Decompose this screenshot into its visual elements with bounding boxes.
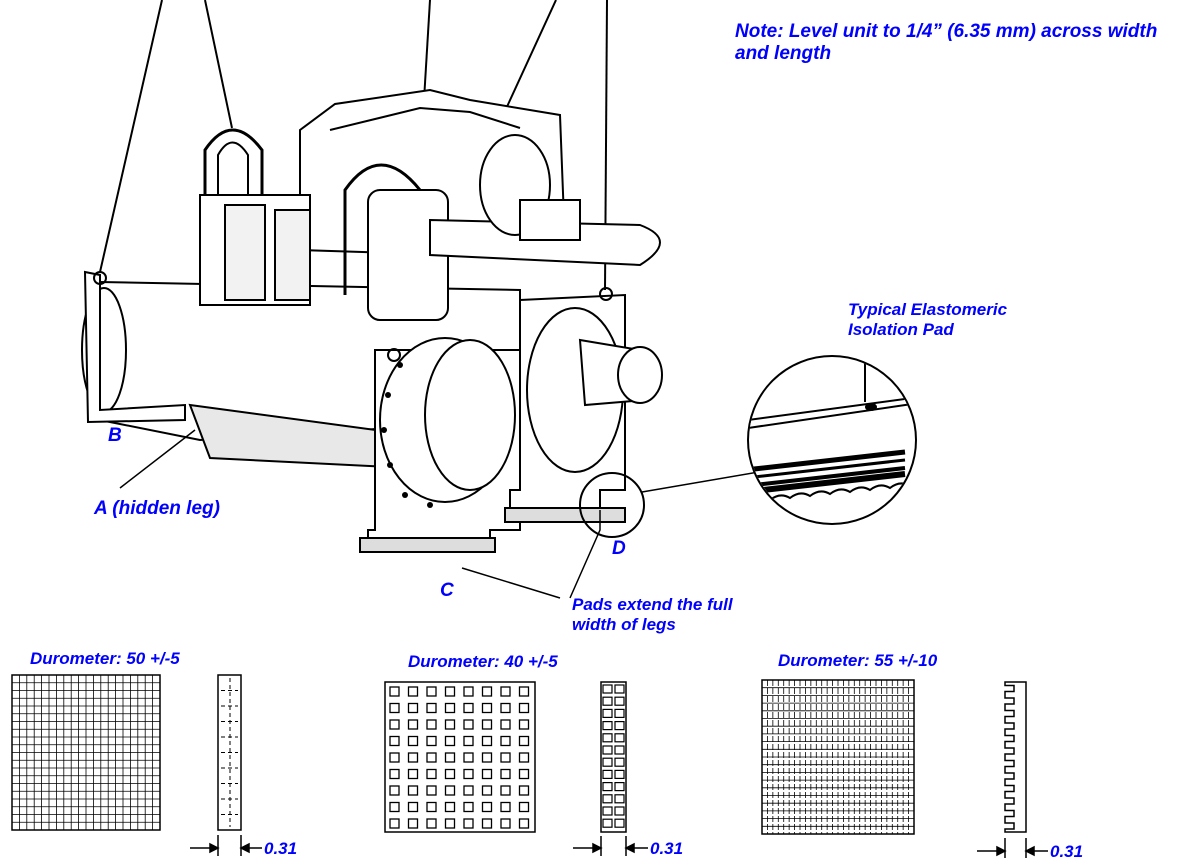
pad-40-durometer-label: Durometer: 40 +/-5 — [408, 652, 558, 671]
pads-note-line1: Pads extend the full — [572, 595, 733, 614]
pad-50-side-pattern — [221, 678, 238, 827]
pad-40-top-view — [384, 681, 536, 833]
leveling-note: Note: Level unit to 1/4” (6.35 mm) acros… — [735, 21, 1158, 64]
pad-50-grid-lines — [12, 675, 160, 830]
pad-50-durometer-label: Durometer: 50 +/-5 — [30, 649, 180, 668]
pad-50-durometer — [11, 674, 242, 831]
pad-40-durometer — [384, 681, 627, 833]
inset-title-line1: Typical Elastomeric — [848, 300, 1008, 319]
leg-b-label: B — [108, 425, 122, 446]
leader-lines — [119, 429, 771, 599]
pad-40-hole-pattern — [389, 686, 530, 829]
pad-40-thickness-label: 0.31 — [650, 839, 684, 858]
pad-55-durometer — [761, 679, 1027, 835]
pad-50-thickness-label: 0.31 — [264, 839, 298, 858]
leg-c-label: C — [440, 580, 454, 601]
pad-55-thickness-label: 0.31 — [1050, 842, 1084, 861]
isolation-pad-inset — [747, 355, 917, 525]
thickness-dimensions — [190, 835, 1048, 858]
leg-d-detail-circle — [579, 472, 645, 538]
pad-55-durometer-label: Durometer: 55 +/-10 — [778, 651, 938, 670]
pad-55-side-view — [1004, 681, 1027, 833]
chiller-unit — [81, 88, 663, 554]
inset-title-line2: Isolation Pad — [848, 320, 954, 339]
pad-55-rib-lines — [762, 680, 914, 834]
pads-note-line2: width of legs — [572, 615, 676, 634]
leg-a-label: A (hidden leg) — [94, 498, 220, 519]
pad-40-side-pattern — [602, 684, 625, 828]
leg-d-label: D — [612, 538, 626, 559]
